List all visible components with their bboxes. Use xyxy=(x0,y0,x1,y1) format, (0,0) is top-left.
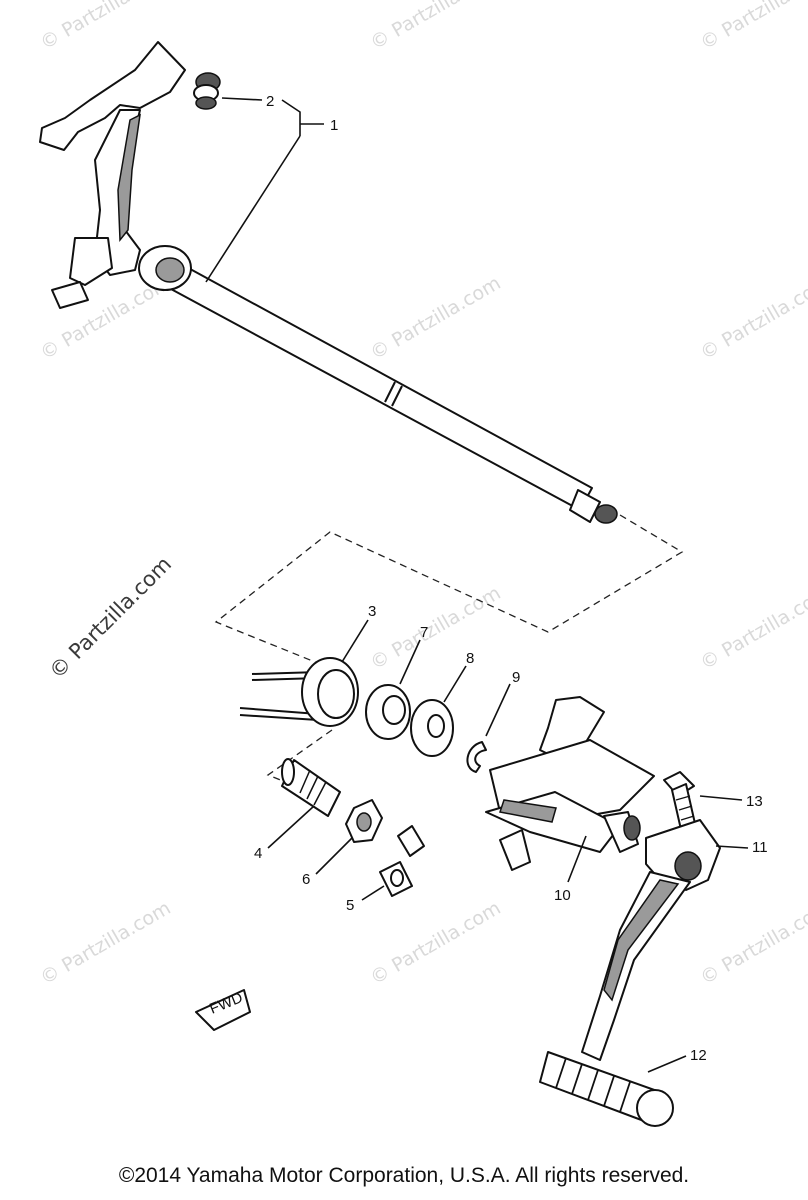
callout-8: 8 xyxy=(466,650,474,667)
nut-part-6 xyxy=(345,799,383,843)
callout-3: 3 xyxy=(368,603,376,620)
callout-7: 7 xyxy=(420,624,428,641)
watermark-2: © Partzilla.com xyxy=(367,0,505,54)
callout-11: 11 xyxy=(752,839,768,856)
dashed-outline-upper xyxy=(214,514,684,665)
copyright-notice: ©2014 Yamaha Motor Corporation, U.S.A. A… xyxy=(118,1164,690,1187)
washer-part-8 xyxy=(410,699,454,757)
bolt-part-4 xyxy=(281,758,341,817)
callout-labels: 1 2 3 4 5 6 7 8 9 10 11 12 13 xyxy=(254,93,768,1064)
callout-1: 1 xyxy=(330,117,338,134)
callout-5: 5 xyxy=(346,897,354,914)
watermark-6: © Partzilla.com xyxy=(697,272,808,364)
watermark-8: © Partzilla.com xyxy=(697,582,808,674)
spring-part-2 xyxy=(193,72,221,110)
callout-2: 2 xyxy=(266,93,274,110)
watermark-10: © Partzilla.com xyxy=(367,897,505,989)
callout-12: 12 xyxy=(690,1047,707,1064)
watermark-prominent: © Partzilla.com xyxy=(45,552,177,684)
lock-washer-part-5 xyxy=(379,825,425,897)
forward-arrow-icon: FWD xyxy=(195,989,251,1031)
circlip-part-9 xyxy=(466,741,487,773)
callout-9: 9 xyxy=(512,669,520,686)
watermark-7: © Partzilla.com xyxy=(367,582,505,674)
torsion-spring-part-3 xyxy=(239,657,359,727)
leader-lines xyxy=(205,97,749,1073)
watermark-3: © Partzilla.com xyxy=(697,0,808,54)
watermark-11: © Partzilla.com xyxy=(697,897,808,989)
callout-6: 6 xyxy=(302,871,310,888)
callout-13: 13 xyxy=(746,793,763,810)
collar-part-7 xyxy=(365,684,411,740)
callout-4: 4 xyxy=(254,845,262,862)
callout-10: 10 xyxy=(554,887,571,904)
watermark-5: © Partzilla.com xyxy=(367,272,505,364)
watermark-9: © Partzilla.com xyxy=(37,897,175,989)
shift-plate-part-10 xyxy=(485,696,655,871)
bolt-part-13 xyxy=(663,771,697,835)
shift-shaft xyxy=(39,41,618,524)
shift-pedal-part-11-12 xyxy=(539,819,721,1127)
